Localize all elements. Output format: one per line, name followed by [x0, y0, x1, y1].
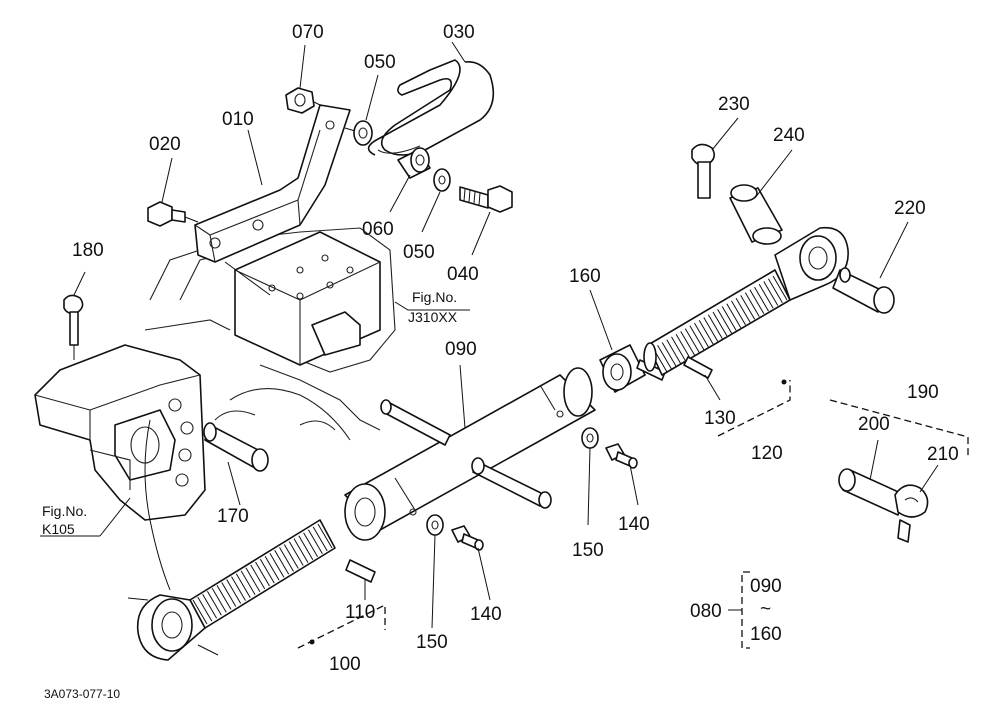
callout-060: 060	[362, 219, 394, 240]
fig-ref-j310-number: J310XX	[408, 309, 458, 325]
part-030-snap-pin	[367, 59, 495, 156]
set-080-tilde: ~	[760, 599, 771, 620]
part-060-collar	[397, 147, 431, 179]
rod-end-dot-rear	[781, 379, 787, 385]
part-160-lock-nut	[599, 344, 666, 393]
callout-140-left: 140	[470, 604, 502, 625]
callout-130: 130	[704, 408, 736, 429]
drawing-code: 3A073-077-10	[44, 687, 120, 701]
part-020-bolt	[147, 201, 199, 227]
callout-190: 190	[907, 382, 939, 403]
part-050-washer-upper	[353, 120, 373, 146]
fig-ref-k105: Fig.No. K105	[42, 503, 87, 537]
set-080-range: 090 ~ 160	[750, 576, 782, 645]
callout-090: 090	[445, 339, 477, 360]
bracket-mount	[234, 231, 381, 366]
part-200-pin	[838, 468, 906, 516]
group-190-bracket	[829, 399, 969, 458]
part-150-washer-right	[581, 427, 599, 449]
callout-110: 110	[345, 602, 375, 623]
part-210-clip	[894, 484, 929, 543]
part-010-bracket	[194, 104, 356, 296]
part-120-rear-rod	[643, 226, 849, 376]
part-150-washer-left	[426, 514, 444, 536]
callout-220: 220	[894, 198, 926, 219]
callout-080: 080	[690, 601, 722, 622]
part-230-wing-pin	[691, 143, 716, 199]
callout-200: 200	[858, 414, 890, 435]
group-100-bracket	[297, 603, 386, 649]
callout-120: 120	[751, 443, 783, 464]
callout-070: 070	[292, 22, 324, 43]
tractor-frame	[144, 227, 396, 441]
callout-230: 230	[718, 94, 750, 115]
callout-010: 010	[222, 109, 254, 130]
wire	[144, 419, 171, 591]
group-120-bracket	[717, 380, 791, 437]
fig-ref-j310: Fig.No. J310XX	[408, 289, 458, 325]
part-180-wing-pin	[63, 294, 84, 360]
callout-100: 100	[329, 654, 361, 675]
hitch-casting	[34, 344, 206, 521]
fig-ref-k105-label: Fig.No.	[42, 503, 87, 519]
part-140-fitting-left	[451, 525, 484, 551]
part-040-bolt	[459, 185, 513, 213]
callout-240: 240	[773, 125, 805, 146]
callout-150-left: 150	[416, 632, 448, 653]
part-170-pin	[203, 422, 269, 472]
callout-020: 020	[149, 134, 181, 155]
callout-170: 170	[217, 506, 249, 527]
part-110-spring-pin	[345, 559, 376, 583]
part-070-nut	[285, 87, 323, 114]
callout-210: 210	[927, 444, 959, 465]
rod-end-dot-front	[309, 639, 315, 645]
fig-ref-k105-number: K105	[42, 521, 75, 537]
part-240-sleeve	[729, 184, 783, 245]
callout-140-right: 140	[618, 514, 650, 535]
fig-ref-j310-label: Fig.No.	[412, 289, 457, 305]
callout-040: 040	[447, 264, 479, 285]
callout-150-right: 150	[572, 540, 604, 561]
part-100-front-rod	[127, 519, 336, 661]
part-220-pin	[832, 267, 895, 314]
part-090-cross-pins	[380, 399, 552, 509]
callout-050-upper: 050	[364, 52, 396, 73]
part-090-body	[344, 367, 596, 541]
callout-050-lower: 050	[403, 242, 435, 263]
part-130-spring-pin	[683, 356, 713, 379]
set-080-to: 160	[750, 624, 782, 645]
leader-lines	[40, 41, 939, 629]
callout-030: 030	[443, 22, 475, 43]
group-080-brace	[741, 571, 750, 649]
callout-labels: 070 030 050 010 020 060 050 040 180 230 …	[72, 22, 959, 675]
set-080-from: 090	[750, 576, 782, 597]
part-140-fitting-right	[605, 443, 638, 469]
callout-160: 160	[569, 266, 601, 287]
part-050-washer-lower	[433, 168, 451, 192]
callout-180: 180	[72, 240, 104, 261]
